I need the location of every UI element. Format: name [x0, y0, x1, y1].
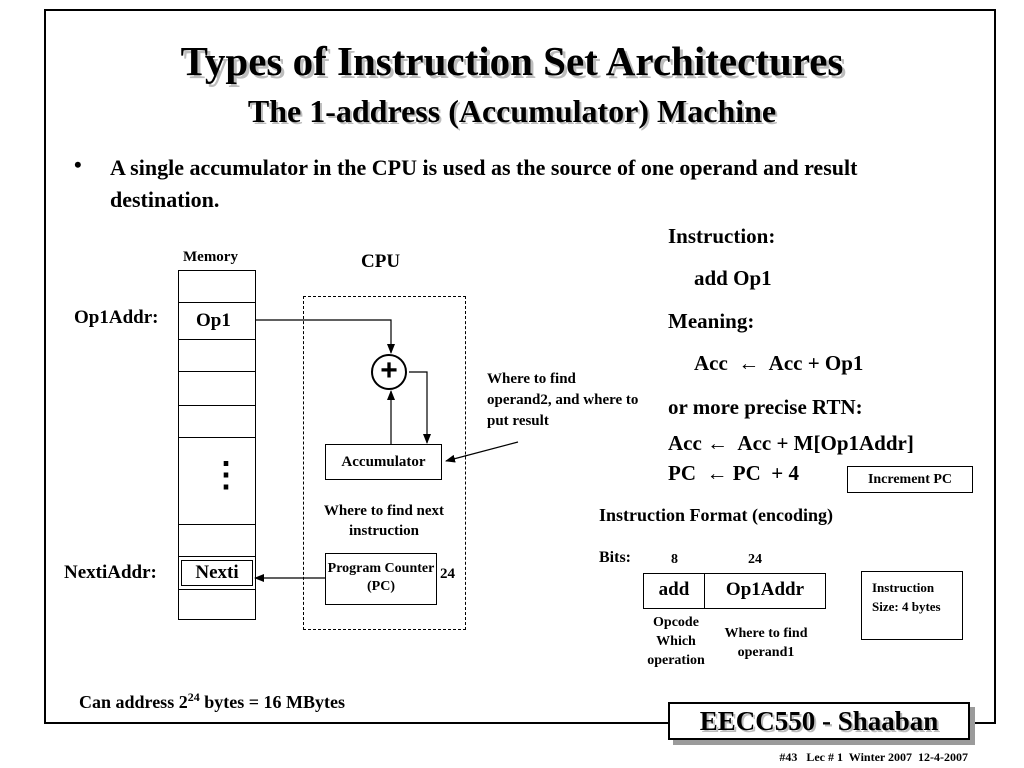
nextiaddr-label: NextiAddr: — [64, 562, 157, 583]
adder-symbol: + — [371, 354, 407, 390]
address-range-note: Can address 224 bytes = 16 MBytes — [79, 690, 345, 713]
rtn-line-1: Acc ← Acc + M[Op1Addr] — [668, 431, 914, 455]
memory-row-divider — [178, 405, 256, 406]
accumulator-register: Accumulator — [325, 444, 442, 480]
pc-bit-width: 24 — [440, 566, 455, 582]
memory-row-divider — [178, 589, 256, 590]
opcode-description: Opcode Which operation — [647, 615, 705, 668]
address-description: Where to find operand1 — [724, 626, 808, 660]
bullet-text: A single accumulator in the CPU is used … — [110, 155, 858, 212]
increment-pc-note: Increment PC — [847, 466, 973, 493]
cpu-label: CPU — [361, 251, 401, 272]
program-counter-register: Program Counter (PC) — [325, 553, 437, 605]
instruction-label: Instruction: — [668, 224, 776, 248]
rtn-line-2: PC ← PC + 4 — [668, 461, 799, 485]
memory-label: Memory — [183, 249, 238, 265]
memory-column — [178, 270, 256, 620]
instruction-format-box: add Op1Addr — [643, 573, 826, 609]
memory-ellipsis: ⋮ — [209, 457, 243, 494]
bits-label: Bits: — [599, 549, 631, 566]
address-note-prefix: Can address 2 — [79, 692, 188, 712]
address-bit-width: 24 — [748, 552, 762, 567]
bullet-marker: • — [74, 152, 82, 177]
address-note-suffix: bytes = 16 MBytes — [199, 692, 345, 712]
course-label: EECC550 - Shaaban — [699, 706, 939, 736]
instruction-format-title: Instruction Format (encoding) — [599, 505, 833, 525]
course-footer: EECC550 - Shaaban — [668, 702, 970, 740]
instruction-size-note: Instruction Size: 4 bytes — [861, 571, 963, 640]
precise-rtn-label: or more precise RTN: — [668, 395, 863, 419]
memory-row-divider — [178, 556, 256, 557]
op1-cell: Op1 — [196, 310, 231, 331]
memory-row-divider — [178, 339, 256, 340]
slide-subtitle: The 1-address (Accumulator) Machine — [247, 93, 777, 129]
slide-title: Types of Instruction Set Architectures — [180, 38, 844, 84]
address-note-exponent: 24 — [187, 690, 200, 704]
instruction-text: add Op1 — [694, 266, 772, 290]
operand2-pointer-arrow — [445, 441, 519, 463]
meaning-text: Acc ← Acc + Op1 — [694, 351, 864, 375]
next-instruction-note: Where to find next instruction — [323, 503, 445, 539]
nexti-cell: Nexti — [181, 560, 253, 586]
memory-row-divider — [178, 437, 256, 438]
address-field: Op1Addr — [725, 579, 805, 600]
op1-to-adder-wire — [256, 319, 395, 354]
op1addr-label: Op1Addr: — [74, 307, 159, 328]
memory-row-divider — [178, 371, 256, 372]
adder-to-accumulator-wire — [409, 371, 431, 444]
meaning-label: Meaning: — [668, 309, 755, 333]
opcode-bit-width: 8 — [671, 552, 678, 567]
cpu-box — [303, 296, 466, 630]
memory-row-divider — [178, 302, 256, 303]
opcode-field: add — [644, 574, 705, 608]
slide-frame — [44, 9, 996, 724]
slide-footnote: #43 Lec # 1 Winter 2007 12-4-2007 — [779, 750, 968, 764]
operand2-note: Where to find operand2, and where to put… — [487, 371, 639, 429]
memory-row-divider — [178, 524, 256, 525]
